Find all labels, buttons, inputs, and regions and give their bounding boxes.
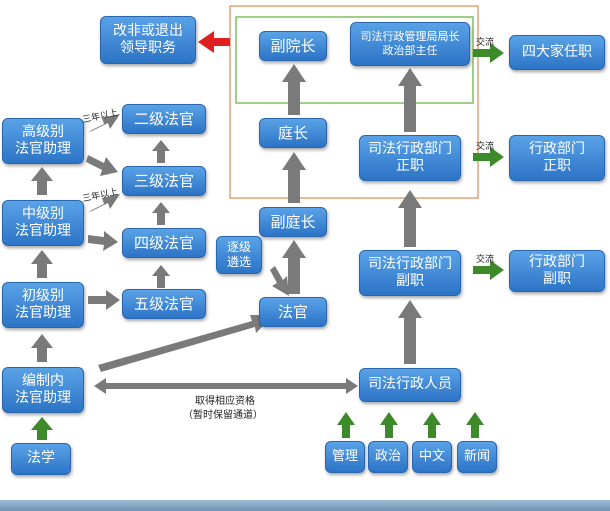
bottom-bar [0, 500, 610, 511]
node-chinese: 中文 [412, 441, 452, 473]
node-judge-2: 二级法官 [122, 104, 206, 134]
arrow-mid-to-judge3 [88, 194, 120, 212]
arrow-junior-to-mid [31, 250, 53, 278]
arrow-vicechief-to-chief [282, 152, 306, 203]
node-vice-chief-judge: 副庭长 [259, 207, 327, 237]
arrow-judge4-to-judge3 [152, 202, 170, 225]
node-staff-assistant: 编制内 法官助理 [2, 367, 84, 413]
arrow-senior-to-judge2 [88, 114, 120, 132]
node-vice-president: 副院长 [259, 31, 327, 61]
arrow-mid-to-judge4 [88, 231, 118, 251]
green-arrows [31, 43, 504, 440]
node-select: 逐级 遴选 [216, 236, 262, 274]
arrow-chinese-up [423, 412, 441, 438]
node-admin-dept-deputy: 行政部门 副职 [509, 250, 605, 292]
node-junior-assistant: 初级别 法官助理 [2, 282, 84, 328]
node-judge-5: 五级法官 [122, 289, 206, 319]
node-management: 管理 [325, 441, 365, 473]
node-director-political: 司法行政管理局局长 政治部主任 [350, 22, 470, 66]
node-judge: 法官 [259, 297, 327, 327]
node-four-big: 四大家任职 [509, 35, 605, 70]
label-exchange-2: 交流 [476, 142, 495, 152]
arrow-exchange-3 [473, 260, 504, 280]
label-reserve: （暂时保留通道） [183, 410, 263, 421]
arrow-staff-to-junior [31, 334, 53, 362]
leadership-frame-orange [229, 5, 479, 199]
node-admin-dept-head: 行政部门 正职 [509, 135, 605, 181]
node-admin-deputy: 司法行政部门 副职 [359, 250, 461, 296]
node-admin-staff: 司法行政人员 [359, 368, 461, 402]
arrow-exchange-2 [473, 147, 504, 167]
node-politics: 政治 [368, 441, 408, 473]
arrow-law-to-staff [31, 417, 53, 440]
arrow-chief-to-vicepresident [282, 64, 306, 115]
arrow-select [270, 266, 289, 296]
label-exchange-3: 交流 [476, 255, 495, 265]
arrow-junior-to-judge5 [88, 290, 120, 310]
node-mid-assistant: 中级别 法官助理 [2, 200, 84, 246]
arrow-judge-to-vicechief [282, 240, 306, 294]
node-senior-assistant: 高级别 法官助理 [2, 118, 84, 164]
arrow-adminstaff-to-deputy [398, 300, 422, 364]
arrow-judge5-to-judge4 [152, 265, 170, 288]
arrow-staff-admin-bidirectional [94, 378, 358, 394]
label-qualification: 取得相应资格 [195, 396, 255, 407]
arrow-management-up [337, 412, 355, 438]
node-admin-head: 司法行政部门 正职 [359, 135, 461, 181]
arrow-mid-to-senior [31, 167, 53, 195]
label-exchange-1: 交流 [476, 38, 495, 48]
arrow-judge3-to-judge2 [152, 140, 170, 163]
node-quit-leader: 改非或退出 领导职务 [100, 16, 196, 64]
arrow-deputy-to-head [398, 190, 422, 247]
arrow-journalism-up [466, 412, 484, 438]
leadership-frame-green [235, 16, 474, 104]
node-judge-3: 三级法官 [122, 166, 206, 196]
arrow-senior-to-judge3 [86, 155, 118, 176]
arrow-head-to-director [398, 68, 422, 132]
node-law: 法学 [11, 443, 71, 475]
node-journalism: 新闻 [457, 441, 497, 473]
gray-arrows [31, 64, 422, 394]
arrow-red-exit [198, 31, 230, 53]
node-chief-judge: 庭长 [259, 118, 327, 148]
arrow-staff-to-judge [98, 315, 274, 372]
arrow-exchange-1 [473, 43, 504, 63]
node-judge-4: 四级法官 [122, 228, 206, 258]
arrow-politics-up [380, 412, 398, 438]
